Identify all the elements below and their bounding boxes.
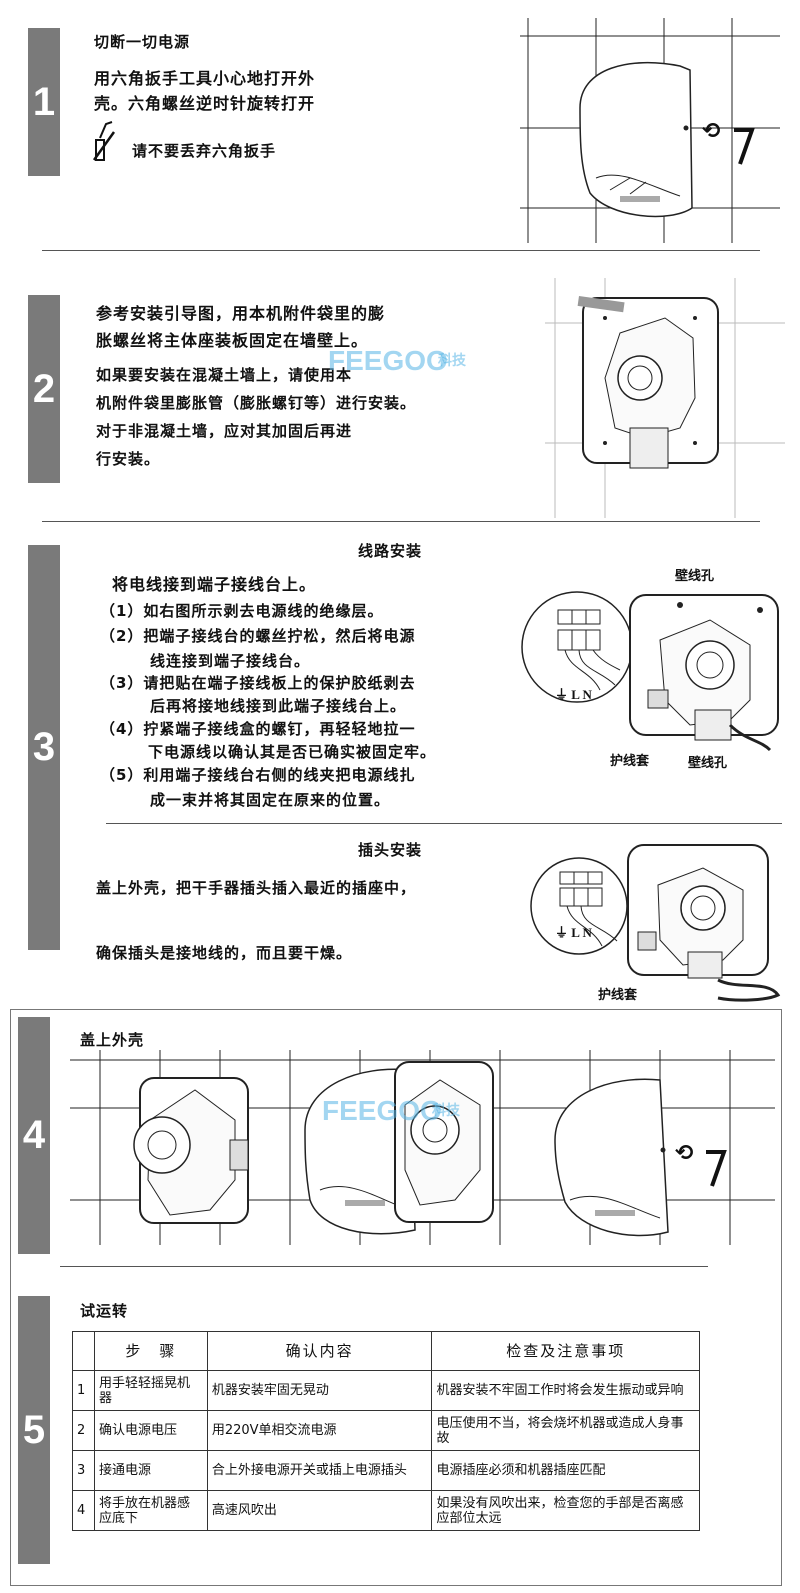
cover-step-illustration: ⟲ <box>70 1050 775 1245</box>
wiring-item-3-cont: 后再将接地线接到此端子接线台上。 <box>150 697 407 715</box>
wiring-item-2-cont: 线连接到端子接线台。 <box>150 652 311 670</box>
wiring-item-2: （2）把端子接线台的螺丝拧松，然后将电源 <box>100 627 416 645</box>
steps-4-5-frame <box>10 1009 782 1586</box>
divider-2 <box>42 521 760 522</box>
wiring-heading: 线路安装 <box>358 542 423 560</box>
label-sleeve: 护线套 <box>610 754 650 769</box>
table-cell-notes: 电压使用不当，将会烧坏机器或造成人身事故 <box>431 1410 700 1451</box>
divider-4 <box>60 1266 708 1267</box>
table-cell-index: 4 <box>72 1490 95 1531</box>
table-cell-confirm: 机器安装牢固无晃动 <box>206 1370 433 1411</box>
divider-3 <box>106 823 782 824</box>
step-1-title: 切断一切电源 <box>94 33 191 51</box>
watermark-logo-cn: 科技 <box>438 352 466 368</box>
label-wall-hole-bottom: 壁线孔 <box>688 756 728 771</box>
table-row: 1 用手轻轻摇晃机器 机器安装牢固无晃动 机器安装不牢固工作时将会发生振动或异响 <box>72 1370 700 1411</box>
hand-dryer-cover-illustration: ⟲ <box>520 18 780 243</box>
wiring-intro: 将电线接到端子接线台上。 <box>112 575 317 594</box>
table-cell-index: 3 <box>72 1450 95 1491</box>
step-2-line-6: 行安装。 <box>96 450 161 468</box>
wiring-item-5: （5）利用端子接线台右侧的线夹把电源线扎 <box>100 766 416 784</box>
plug-line-2: 确保插头是接地线的，而且要干燥。 <box>96 944 353 962</box>
step-2-line-1: 参考安装引导图，用本机附件袋里的膨 <box>96 304 386 323</box>
step-2-line-3: 如果要安装在混凝土墙上，请使用本 <box>96 366 353 384</box>
label-wall-hole-top: 壁线孔 <box>675 569 715 584</box>
plug-dryer-illustration <box>627 844 781 1002</box>
divider-1 <box>42 250 760 251</box>
table-row: 3 接通电源 合上外接电源开关或插上电源插头 电源插座必须和机器插座匹配 <box>72 1450 700 1491</box>
step-3-number: 3 <box>28 545 60 950</box>
step-2-line-5: 对于非混凝土墙，应对其加固后再进 <box>96 422 353 440</box>
trial-run-table: 步 骤 确认内容 检查及注意事项 1 用手轻轻摇晃机器 机器安装牢固无晃动 机器… <box>72 1331 700 1531</box>
table-header-notes: 检查及注意事项 <box>431 1331 700 1371</box>
table-header-index <box>72 1331 95 1371</box>
table-cell-notes: 如果没有风吹出来，检查您的手部是否离感应部位太远 <box>431 1490 700 1531</box>
plug-label-sleeve: 护线套 <box>598 988 638 1003</box>
svg-text:⟲: ⟲ <box>675 1141 693 1166</box>
wiring-item-1: （1）如右图所示剥去电源线的绝缘层。 <box>100 602 384 620</box>
table-row: 2 确认电源电压 用220V单相交流电源 电压使用不当，将会烧坏机器或造成人身事… <box>72 1410 700 1451</box>
step-1-note: 请不要丢弃六角扳手 <box>132 142 277 160</box>
no-discard-icon <box>92 121 116 161</box>
wiring-item-5-cont: 成一束并将其固定在原来的位置。 <box>150 791 391 809</box>
table-cell-confirm: 用220V单相交流电源 <box>206 1410 433 1451</box>
table-cell-step: 确认电源电压 <box>93 1410 208 1451</box>
mounting-plate-illustration <box>545 278 785 518</box>
table-cell-index: 2 <box>72 1410 95 1451</box>
table-row: 4 将手放在机器感应底下 高速风吹出 如果没有风吹出来，检查您的手部是否离感应部… <box>72 1490 700 1531</box>
watermark-logo-step4: FEEGOO <box>322 1095 442 1126</box>
wiring-item-3: （3）请把贴在端子接线板上的保护胶纸剥去 <box>100 674 416 692</box>
table-cell-confirm: 合上外接电源开关或插上电源插头 <box>206 1450 433 1491</box>
step-1-line-1: 用六角扳手工具小心地打开外 <box>94 69 316 88</box>
table-cell-notes: 机器安装不牢固工作时将会发生振动或异响 <box>431 1370 700 1411</box>
table-cell-notes: 电源插座必须和机器插座匹配 <box>431 1450 700 1491</box>
table-cell-confirm: 高速风吹出 <box>206 1490 433 1531</box>
wiring-item-4: （4）拧紧端子接线盒的螺钉，再轻轻地拉一 <box>100 720 416 738</box>
step-4-title: 盖上外壳 <box>80 1031 145 1049</box>
plug-terminal-detail <box>530 857 628 955</box>
table-header-row: 步 骤 确认内容 检查及注意事项 <box>72 1331 700 1371</box>
step-2-line-2: 胀螺丝将主体座装板固定在墙壁上。 <box>96 331 369 350</box>
table-header-confirm: 确认内容 <box>206 1331 433 1371</box>
plug-line-1: 盖上外壳，把干手器插头插入最近的插座中， <box>96 879 417 897</box>
table-cell-index: 1 <box>72 1370 95 1411</box>
watermark-logo: FEEGOO <box>328 345 448 376</box>
wiring-item-4-cont: 下电源线以确认其是否已确实被固定牢。 <box>148 743 437 761</box>
step-1-number: 1 <box>28 28 60 176</box>
terminal-label: ⏚ L N <box>555 687 592 702</box>
table-cell-step: 将手放在机器感应底下 <box>93 1490 208 1531</box>
table-cell-step: 接通电源 <box>93 1450 208 1491</box>
step-5-number: 5 <box>18 1296 50 1564</box>
watermark-logo-step4-cn: 科技 <box>432 1102 460 1118</box>
wiring-dryer-illustration <box>629 594 779 752</box>
step-5-title: 试运转 <box>80 1302 129 1320</box>
step-4-number: 4 <box>18 1017 50 1254</box>
terminal-block-detail <box>521 591 633 703</box>
plug-heading: 插头安装 <box>358 841 423 859</box>
step-1-line-2: 壳。六角螺丝逆时针旋转打开 <box>94 94 316 113</box>
table-cell-step: 用手轻轻摇晃机器 <box>93 1370 208 1411</box>
step-2-line-4: 机附件袋里膨胀管（膨胀螺钉等）进行安装。 <box>96 394 417 412</box>
plug-terminal-label: ⏚ L N <box>555 925 592 940</box>
step-2-number: 2 <box>28 295 60 483</box>
svg-text:⟲: ⟲ <box>702 119 720 144</box>
table-header-step: 步 骤 <box>93 1331 208 1371</box>
